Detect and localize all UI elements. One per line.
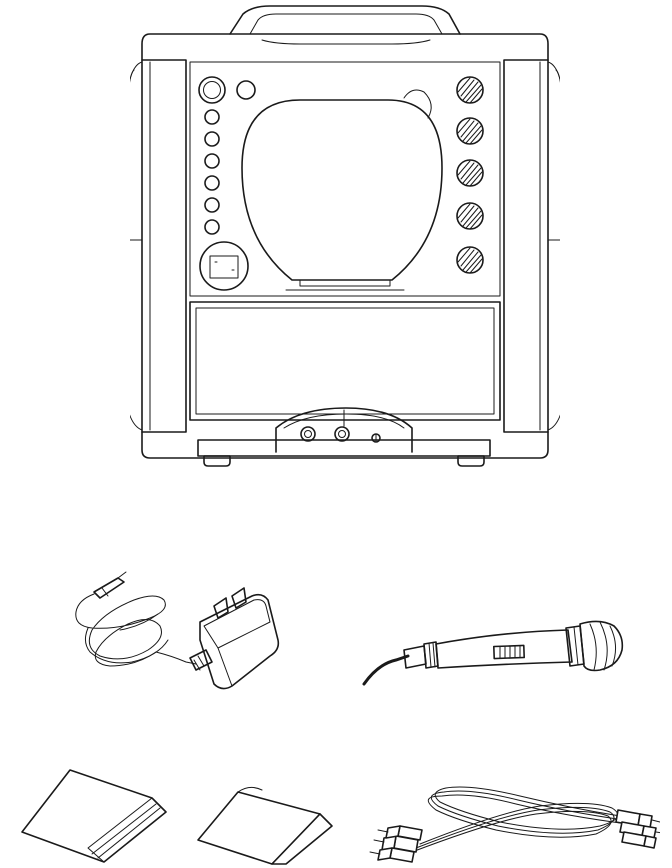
karaoke-machine-icon (130, 0, 560, 470)
rca-cable-icon (350, 770, 660, 868)
folded-sheet-icon (190, 775, 340, 867)
microphone-icon (350, 615, 630, 690)
power-adapter-icon (60, 560, 290, 700)
manual-booklet-icon (15, 765, 175, 865)
